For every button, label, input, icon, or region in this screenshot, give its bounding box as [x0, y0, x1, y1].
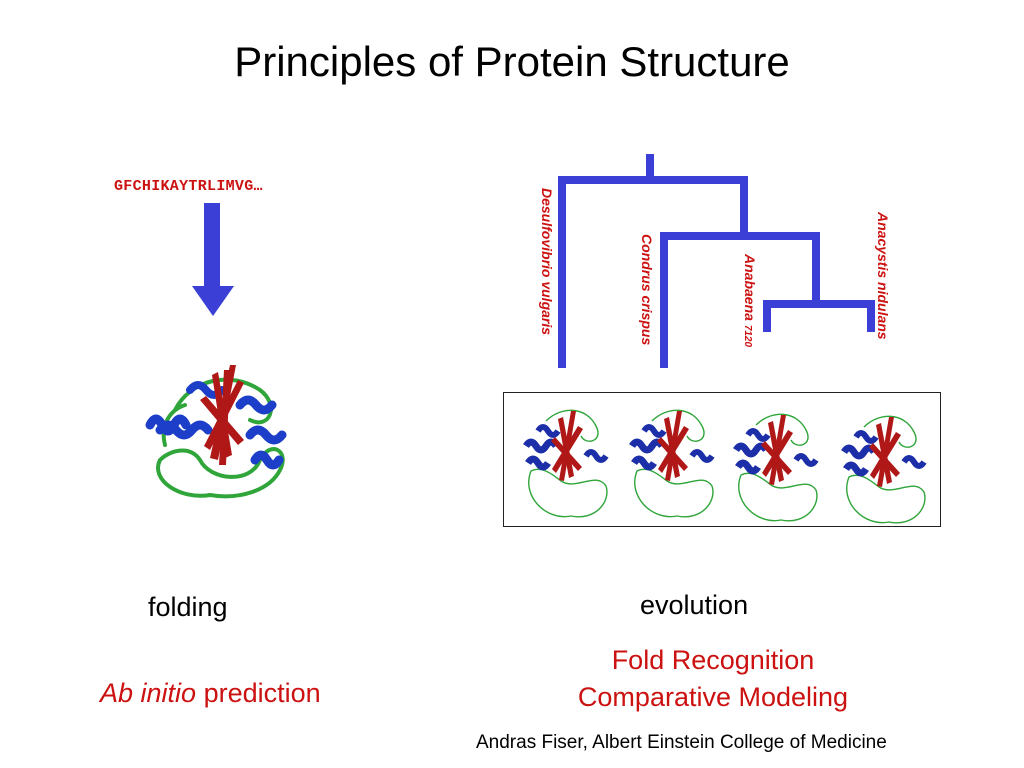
- homolog-structures-panel: [503, 392, 941, 527]
- folding-label: folding: [148, 592, 228, 622]
- prediction-text: prediction: [196, 678, 321, 708]
- slide-title: Principles of Protein Structure: [234, 38, 790, 85]
- species-label-condrus: Condrus crispus: [639, 234, 655, 345]
- protein-sequence: GFCHIKAYTRLIMVG…: [114, 178, 263, 195]
- ab-initio-prediction-label: Ab initio prediction: [100, 678, 321, 709]
- fold-recognition-block: Fold Recognition Comparative Modeling: [548, 642, 878, 716]
- phylogenetic-tree: Desulfovibrio vulgaris Condrus crispus A…: [539, 154, 891, 368]
- comparative-modeling-label: Comparative Modeling: [577, 682, 849, 712]
- evolution-label: evolution: [640, 590, 749, 620]
- homolog-structures-image: [504, 393, 940, 526]
- author-credit: Andras Fiser, Albert Einstein College of…: [476, 732, 887, 753]
- species-label-desulfovibrio: Desulfovibrio vulgaris: [539, 188, 555, 335]
- species-label-anabaena: Anabaena 7120: [742, 253, 758, 347]
- down-arrow-icon: [192, 203, 234, 316]
- folded-protein-image: [145, 365, 287, 499]
- ab-initio-italic: Ab initio: [100, 678, 197, 708]
- species-label-anacystis: Anacystis nidulans: [875, 211, 891, 340]
- fold-recognition-label: Fold Recognition: [611, 645, 815, 675]
